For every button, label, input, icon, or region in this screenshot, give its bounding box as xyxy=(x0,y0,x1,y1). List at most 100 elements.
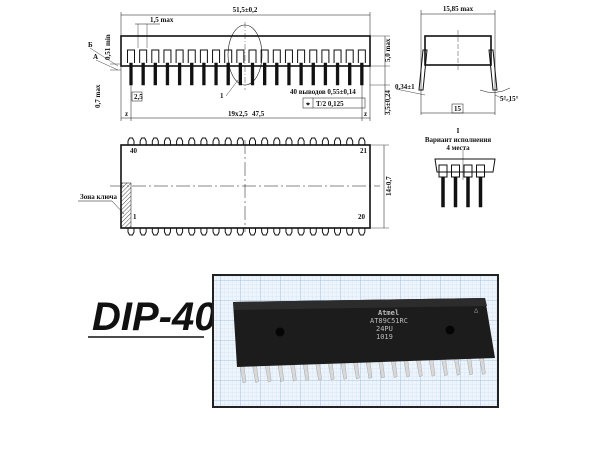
chip-photo: Atmel AT89C51RC 24PU 1019 △ xyxy=(212,274,499,408)
top-view xyxy=(78,137,389,236)
pin xyxy=(451,164,460,178)
height-dimension: 5,0 max xyxy=(384,38,392,62)
width-dimension: 15,85 max xyxy=(443,5,474,13)
pin xyxy=(311,62,315,86)
pin xyxy=(151,228,159,236)
pin xyxy=(153,62,157,86)
pin xyxy=(163,228,171,236)
label-a: А xyxy=(93,53,98,61)
detail-ref-label: I xyxy=(457,127,460,135)
chip-marking-2: 24PU xyxy=(376,325,393,333)
span-prefix: 19x xyxy=(228,110,239,118)
detail-title: Вариант исполнения xyxy=(425,136,492,144)
lead-offset-dimension: 0,7 max xyxy=(94,84,102,108)
pin xyxy=(238,62,242,86)
pin xyxy=(272,49,281,63)
pin xyxy=(200,137,208,145)
pin xyxy=(357,49,366,63)
detail-subtitle: 4 места xyxy=(446,144,470,152)
pin xyxy=(224,228,232,236)
pin xyxy=(236,49,245,63)
pin-width-dimension: 1,5 max xyxy=(150,16,174,24)
pin xyxy=(139,137,147,145)
pin xyxy=(273,137,281,145)
pin xyxy=(127,49,135,63)
pin xyxy=(261,228,269,236)
span-pitch: 2,5 xyxy=(239,110,248,118)
pin xyxy=(187,49,196,63)
pin xyxy=(441,176,445,208)
pin xyxy=(165,62,170,86)
chip-dimple xyxy=(445,325,455,335)
pin xyxy=(188,137,196,145)
pin xyxy=(273,228,281,236)
pin xyxy=(249,137,256,145)
pin xyxy=(346,228,354,236)
pin xyxy=(297,228,305,236)
pin xyxy=(139,228,147,236)
side-view xyxy=(89,12,390,121)
pin xyxy=(285,228,293,236)
pin xyxy=(438,164,448,178)
pin xyxy=(248,49,257,63)
pin xyxy=(175,49,184,63)
pin xyxy=(139,49,148,63)
lead-angle: 5°-15° xyxy=(500,95,519,103)
chip-dimple xyxy=(275,327,285,337)
pin xyxy=(463,164,473,178)
standoff-dimension: 0,51 min xyxy=(104,34,112,60)
pin-20-label: 20 xyxy=(358,213,366,221)
pin xyxy=(260,49,269,63)
pin xyxy=(176,137,184,145)
pin xyxy=(333,49,342,63)
pin xyxy=(249,228,256,236)
body-width-dimension: 14±0,7 xyxy=(385,176,393,196)
pitch-box: 2,5 xyxy=(134,93,143,101)
pin xyxy=(177,62,182,86)
z-right: z xyxy=(364,110,367,118)
label-b: Б xyxy=(88,41,93,49)
pin xyxy=(453,176,458,208)
pin xyxy=(141,62,145,86)
pin xyxy=(334,137,342,145)
key-zone-label: Зона ключа xyxy=(80,193,117,201)
atmel-logo: Atmel xyxy=(378,309,399,317)
pin xyxy=(287,62,291,86)
pin xyxy=(200,228,208,236)
pin xyxy=(212,137,220,145)
pin xyxy=(309,228,317,236)
pin xyxy=(151,49,160,63)
row-spacing: 15 xyxy=(454,105,462,113)
pin xyxy=(129,62,133,86)
pin xyxy=(190,62,194,86)
pin xyxy=(297,49,306,63)
pin xyxy=(224,137,232,145)
z-left: z xyxy=(125,110,128,118)
pin xyxy=(466,176,470,208)
pin xyxy=(188,228,196,236)
pin xyxy=(212,49,221,63)
pin xyxy=(284,49,293,63)
pin xyxy=(199,49,208,63)
pin xyxy=(236,137,244,145)
pin xyxy=(360,62,364,86)
pin xyxy=(334,228,342,236)
pins-note: 40 выводов 0,55±0,14 xyxy=(290,88,356,96)
pin xyxy=(212,228,220,236)
chip-marking-3: 1019 xyxy=(376,333,393,341)
end-view xyxy=(395,10,511,115)
chip-body xyxy=(233,298,495,367)
pin xyxy=(345,49,354,63)
pin xyxy=(297,137,305,145)
pin xyxy=(176,228,184,236)
tolerance-box: T/2 0,125 xyxy=(316,100,344,108)
pin xyxy=(127,137,135,145)
pin xyxy=(476,164,485,178)
pin xyxy=(163,49,172,63)
pin xyxy=(358,228,366,236)
pin xyxy=(202,62,206,86)
package-label: DIP-40 xyxy=(92,295,217,339)
pin xyxy=(151,137,159,145)
pin xyxy=(358,137,366,145)
